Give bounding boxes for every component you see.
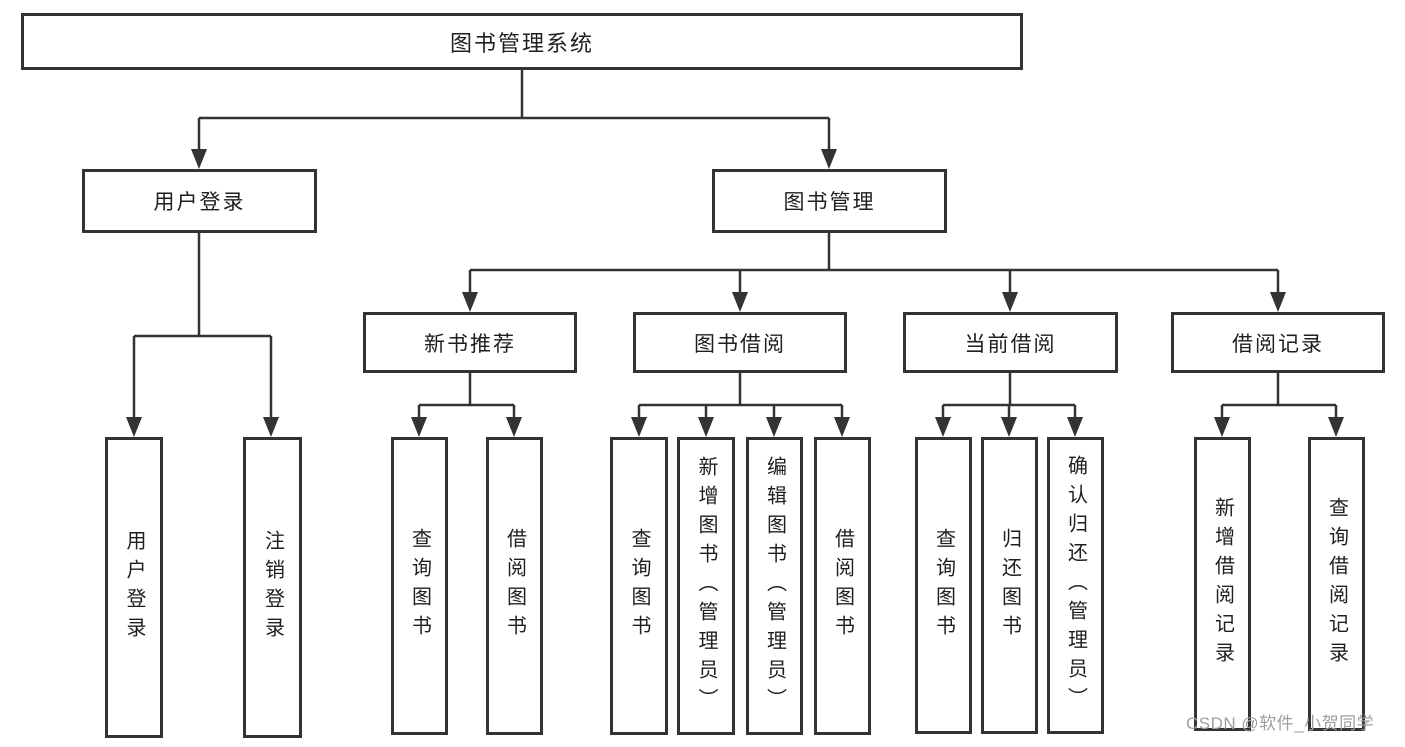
leaf-query-book-borrow: 查询图书 bbox=[610, 437, 668, 735]
leaf-confirm-return-admin: 确认归还（管理员） bbox=[1047, 437, 1104, 734]
csdn-watermark: CSDN @软件_小贺同学 bbox=[1186, 714, 1375, 733]
node-book-borrow: 图书借阅 bbox=[633, 312, 847, 373]
leaf-return-book: 归还图书 bbox=[981, 437, 1038, 734]
leaf-edit-book-admin: 编辑图书（管理员） bbox=[746, 437, 803, 735]
node-label: 查询图书 bbox=[628, 528, 650, 644]
leaf-add-book-admin: 新增图书（管理员） bbox=[677, 437, 735, 735]
node-label: 图书借阅 bbox=[694, 332, 786, 356]
node-label: 新增图书（管理员） bbox=[695, 455, 717, 717]
leaf-borrow-book: 借阅图书 bbox=[814, 437, 871, 735]
leaf-user-login: 用户登录 bbox=[105, 437, 163, 738]
node-label: 注销登录 bbox=[261, 529, 284, 646]
node-label: 借阅记录 bbox=[1232, 332, 1324, 356]
node-label: 当前借阅 bbox=[964, 332, 1057, 356]
leaf-borrow-book-recommend: 借阅图书 bbox=[486, 437, 543, 735]
leaf-add-borrow-record: 新增借阅记录 bbox=[1194, 437, 1251, 731]
node-label: 用户登录 bbox=[123, 529, 145, 646]
node-library-management-system: 图书管理系统 bbox=[21, 13, 1023, 70]
node-user-login: 用户登录 bbox=[82, 169, 317, 233]
node-label: 确认归还（管理员） bbox=[1064, 455, 1087, 716]
node-new-book-recommend: 新书推荐 bbox=[363, 312, 577, 373]
leaf-query-book-current: 查询图书 bbox=[915, 437, 972, 734]
node-label: 查询图书 bbox=[932, 527, 955, 644]
node-label: 新增借阅记录 bbox=[1211, 497, 1234, 671]
node-label: 借阅图书 bbox=[831, 528, 854, 644]
node-borrow-records: 借阅记录 bbox=[1171, 312, 1385, 373]
node-label: 归还图书 bbox=[998, 527, 1021, 644]
node-label: 用户登录 bbox=[153, 191, 246, 214]
node-label: 编辑图书（管理员） bbox=[763, 455, 786, 717]
leaf-query-borrow-record: 查询借阅记录 bbox=[1308, 437, 1365, 731]
node-label: 图书管理系统 bbox=[449, 30, 594, 56]
node-label: 图书管理 bbox=[783, 191, 876, 214]
node-book-management: 图书管理 bbox=[712, 169, 947, 233]
node-label: 新书推荐 bbox=[424, 332, 516, 356]
node-label: 查询图书 bbox=[408, 528, 431, 644]
node-label: 借阅图书 bbox=[503, 528, 526, 644]
node-label: 查询借阅记录 bbox=[1325, 497, 1348, 671]
leaf-query-book-recommend: 查询图书 bbox=[391, 437, 448, 735]
leaf-logout: 注销登录 bbox=[243, 437, 302, 738]
node-current-borrow: 当前借阅 bbox=[903, 312, 1118, 373]
